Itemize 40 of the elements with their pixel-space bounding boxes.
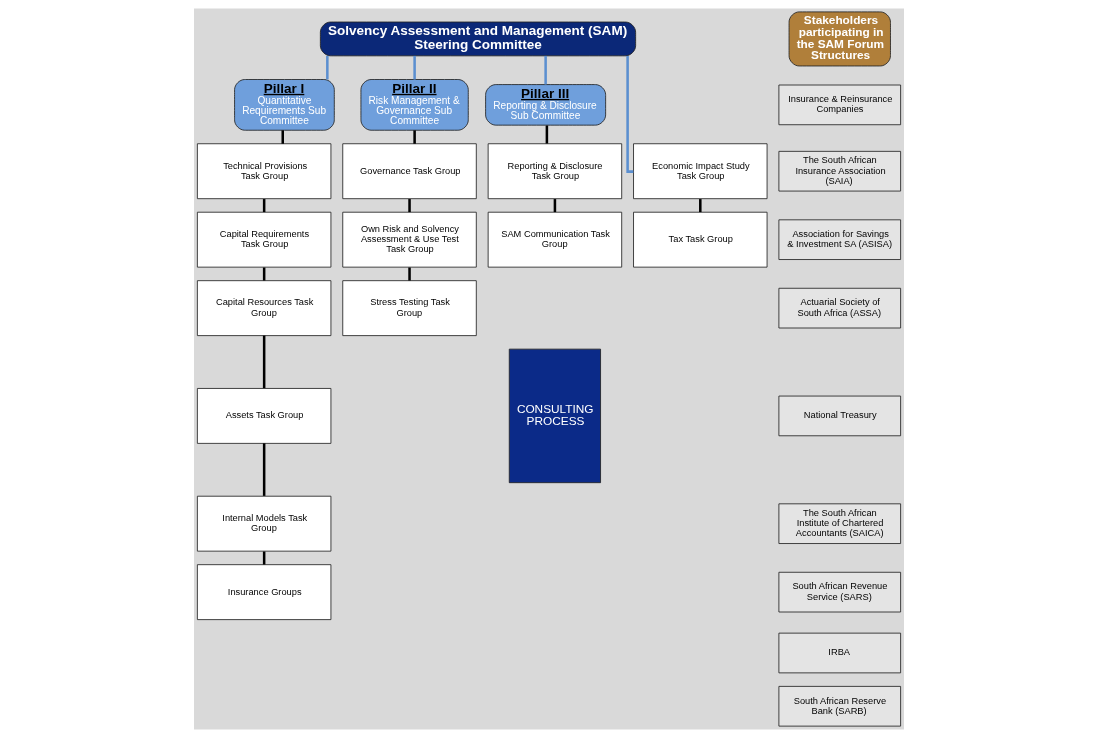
node-box: Own Risk and Solvency Assessment & Use Test Task Group xyxy=(342,211,477,268)
node-box: Capital Resources Task Group xyxy=(196,280,332,337)
connector xyxy=(545,125,549,144)
connector xyxy=(326,55,329,80)
node-box: Association for Savings & Investment SA (ASISA) xyxy=(778,219,902,260)
node-box: Insurance Groups xyxy=(196,564,332,621)
node-box: SAM Communication Task Group xyxy=(487,211,623,268)
node-box: Solvency Assessment and Management (SAM) Steering Committee xyxy=(319,21,637,57)
node-box: Stress Testing Task Group xyxy=(342,280,477,337)
connector xyxy=(408,267,411,281)
node-box: Stakeholders participating in the SAM Forum Structures xyxy=(788,11,891,67)
node-box: Pillar II Risk Management & Governance Sub Committee xyxy=(360,79,469,131)
node-box: Reporting & Disclosure Task Group xyxy=(487,143,623,200)
node-box: Technical Provisions Task Group xyxy=(196,143,332,200)
node-box: Assets Task Group xyxy=(196,388,332,444)
node-box: Actuarial Society of South Africa (ASSA) xyxy=(778,287,902,329)
connector xyxy=(413,55,416,80)
node-box: The South African Institute of Chartered Accountants (SAICA) xyxy=(778,503,902,544)
connector xyxy=(413,130,416,144)
node-box: CONSULTING PROCESS xyxy=(508,348,601,484)
node-box: The South African Insurance Association (SAIA) xyxy=(778,150,902,192)
node-box: Economic Impact Study Task Group xyxy=(633,143,768,200)
node-box: South African Revenue Service (SARS) xyxy=(778,571,902,613)
node-box: National Treasury xyxy=(778,395,902,437)
node-box: Tax Task Group xyxy=(633,211,768,268)
connector xyxy=(262,443,266,496)
connector xyxy=(408,199,411,213)
connector xyxy=(262,335,266,389)
connector xyxy=(281,130,284,144)
connector xyxy=(699,199,702,213)
node-box: South African Reserve Bank (SARB) xyxy=(778,685,902,727)
node-box: Internal Models Task Group xyxy=(196,495,332,552)
connector xyxy=(626,56,634,173)
node-box: Insurance & Reinsurance Companies xyxy=(778,84,902,126)
node-box: IRBA xyxy=(778,632,902,674)
node-box: Capital Requirements Task Group xyxy=(196,211,332,268)
connector xyxy=(544,55,547,85)
node-box: Pillar I Quantitative Requirements Sub Committee xyxy=(234,79,335,131)
node-box: Governance Task Group xyxy=(342,143,477,200)
node-box: Pillar III Reporting & Disclosure Sub Committee xyxy=(485,84,607,126)
